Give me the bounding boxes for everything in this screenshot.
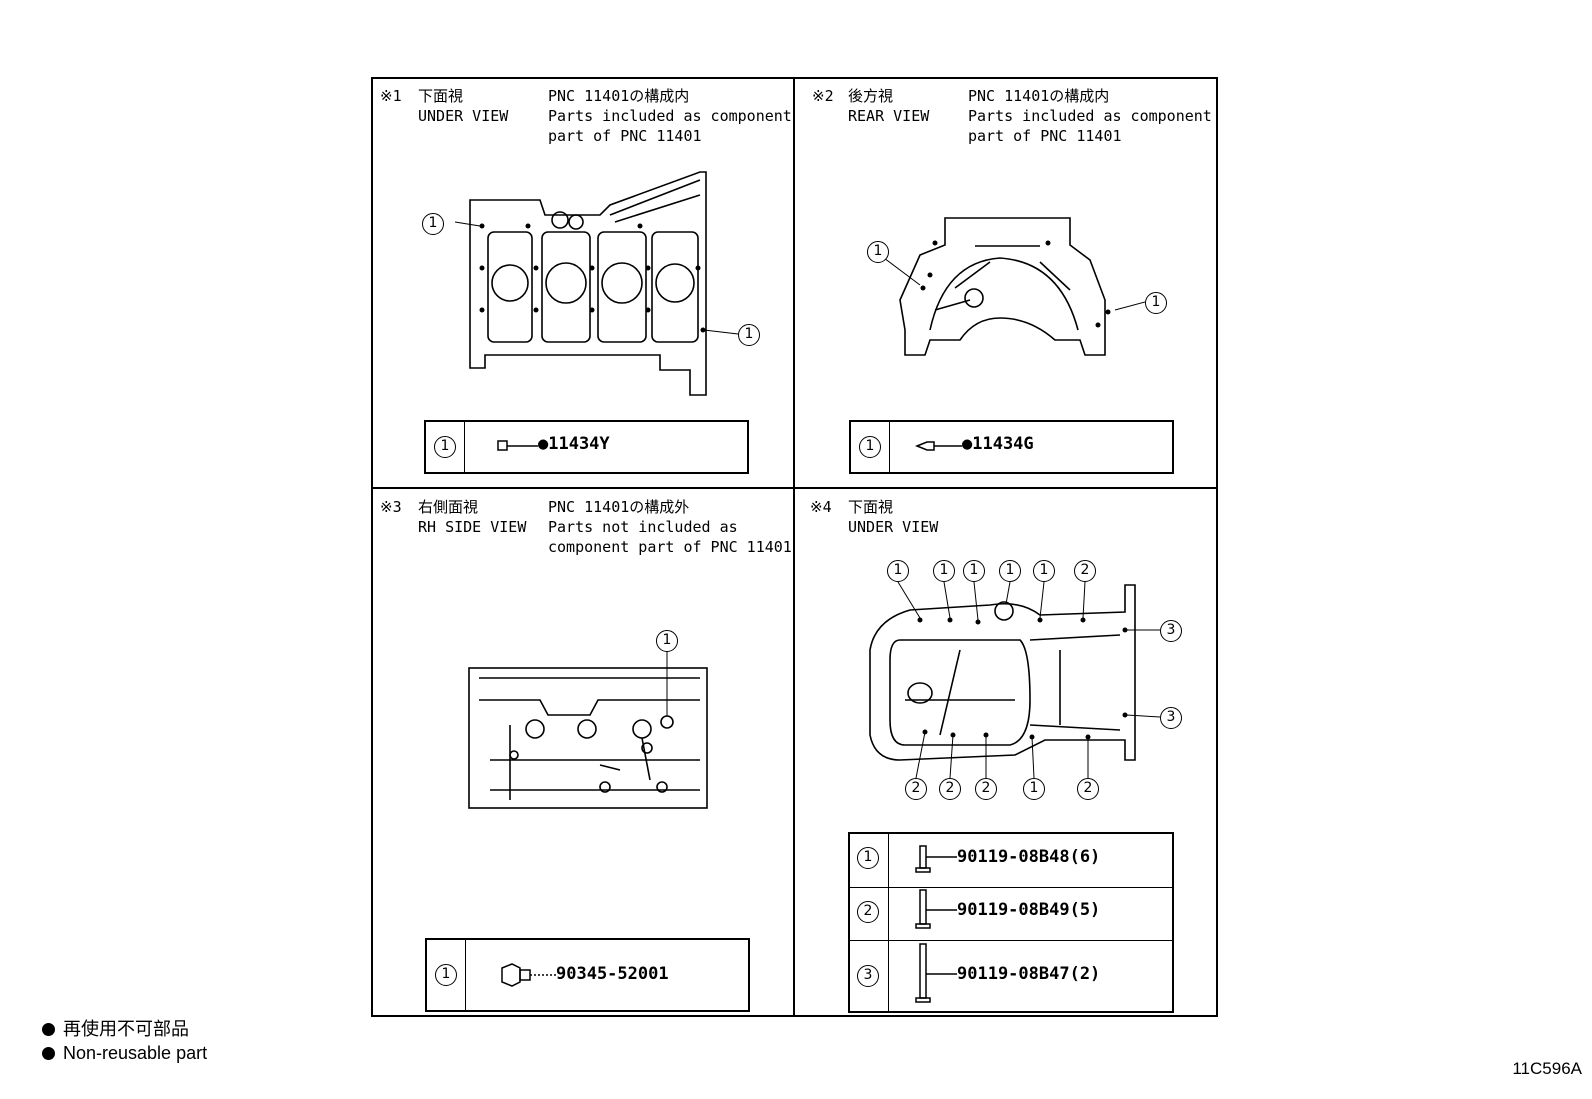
callout-2: 2 [1077,778,1099,800]
panel-3-view-en: RH SIDE VIEW [418,518,527,536]
panel-4-part-code-2: 90119-08B49(5) [957,900,1101,920]
callout-1: 1 [999,560,1021,582]
non-reusable-dot-icon [42,1023,55,1036]
panel-1-view-en: UNDER VIEW [418,107,509,125]
callout-3: 3 [1160,707,1182,729]
panel-2-mark: ※2 [812,87,834,105]
panel-2-parts-table [849,420,1174,474]
panel-1-pnc-en-2: part of PNC 11401 [548,127,702,145]
callout-1: 1 [656,630,678,652]
panel-1-mark: ※1 [380,87,402,105]
callout-1: 1 [1145,292,1167,314]
panel-3-parts-table [425,938,750,1012]
panel-3-mark: ※3 [380,498,402,516]
callout-1: 1 [963,560,985,582]
callout-1: 1 [1023,778,1045,800]
panel-3-pnc-en-1: Parts not included as [548,518,738,536]
panel-1-view-jp: 下面視 [418,87,464,105]
callout-1: 1 [887,560,909,582]
legend-jp-text: 再使用不可部品 [63,1019,189,1039]
callout-2: 2 [1074,560,1096,582]
panel-4-parts-table [848,832,1174,1013]
parts-row-divider [850,940,1172,941]
legend-jp: 再使用不可部品 [42,1017,189,1041]
callout-3: 3 [1160,620,1182,642]
panel-1-parts-table [424,420,749,474]
parts-ref-cell [427,940,466,1010]
legend-en-text: Non-reusable part [63,1043,208,1063]
callout-2: 2 [905,778,927,800]
panel-divider-vertical [793,77,795,1017]
parts-ref-2: 2 [857,901,879,923]
panel-4-view-jp: 下面視 [848,498,894,516]
parts-ref-3: 3 [857,965,879,987]
figure-id: 11C596A [1512,1059,1582,1078]
panel-4-mark: ※4 [810,498,832,516]
panel-4-part-code-3: 90119-08B47(2) [957,964,1101,984]
panel-1-part-code: ●11434Y [538,434,610,454]
panel-3-view-jp: 右側面視 [418,498,479,516]
parts-row-divider [850,887,1172,888]
callout-1: 1 [422,213,444,235]
panel-4-view-en: UNDER VIEW [848,518,939,536]
panel-3-pnc-jp: PNC 11401の構成外 [548,498,690,516]
parts-ref-1: 1 [435,964,457,986]
legend-en: Non-reusable part [42,1041,207,1065]
panel-1-pnc-en-1: Parts included as component [548,107,792,125]
panel-2-view-jp: 後方視 [848,87,894,105]
callout-1: 1 [1033,560,1055,582]
panel-3-part-code: 90345-52001 [556,964,669,984]
panel-4-part-code-1: 90119-08B48(6) [957,847,1101,867]
panel-2-part-code: ●11434G [962,434,1034,454]
parts-ref-cell [850,834,889,1011]
parts-ref-cell [851,422,890,472]
non-reusable-dot-icon [42,1047,55,1060]
callout-1: 1 [738,324,760,346]
panel-2-pnc-jp: PNC 11401の構成内 [968,87,1110,105]
panel-2-pnc-en-2: part of PNC 11401 [968,127,1122,145]
callout-1: 1 [867,241,889,263]
panel-2-pnc-en-1: Parts included as component [968,107,1212,125]
parts-ref-1: 1 [857,847,879,869]
parts-ref-1: 1 [859,436,881,458]
callout-2: 2 [939,778,961,800]
callout-1: 1 [933,560,955,582]
panel-3-pnc-en-2: component part of PNC 11401 [548,538,792,556]
callout-2: 2 [975,778,997,800]
parts-ref-cell [426,422,465,472]
parts-ref-1: 1 [434,436,456,458]
panel-divider-horizontal [371,487,1218,489]
panel-2-view-en: REAR VIEW [848,107,930,125]
panel-1-pnc-jp: PNC 11401の構成内 [548,87,690,105]
